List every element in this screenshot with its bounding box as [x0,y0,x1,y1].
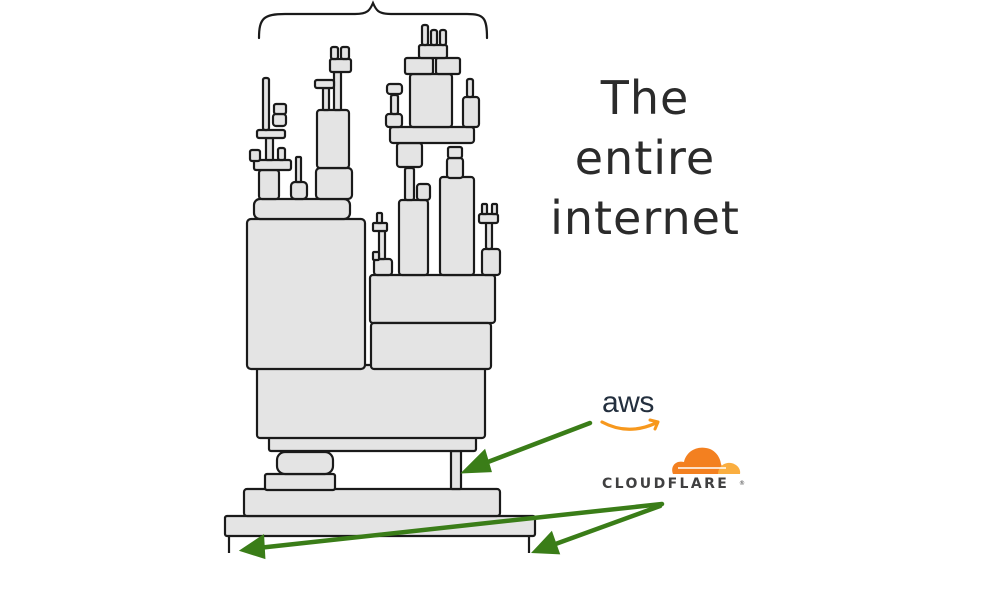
registered-mark: ® [739,480,745,487]
cloudflare-wordmark: CLOUDFLARE [602,476,730,492]
arrow-cloudflare-to-right-leg [531,503,663,555]
caption-line-1: The [600,71,690,125]
curly-brace [257,0,489,40]
aws-wordmark: aws [602,386,654,419]
aws-smile-icon [600,418,660,431]
caption-line-2: entire [574,131,716,185]
cloudflare-cloud-icon [672,447,741,474]
caption-line-3: internet [550,191,740,245]
tower-blocks [223,23,537,553]
aws-logo: aws [598,386,668,438]
arrow-aws-to-pillar [460,420,593,474]
cloudflare-logo: CLOUDFLARE ® [600,440,750,500]
arrow-cloudflare-to-left-leg [238,501,665,560]
caption-the-entire-internet: The entire internet [520,68,770,248]
arrows [238,420,665,560]
